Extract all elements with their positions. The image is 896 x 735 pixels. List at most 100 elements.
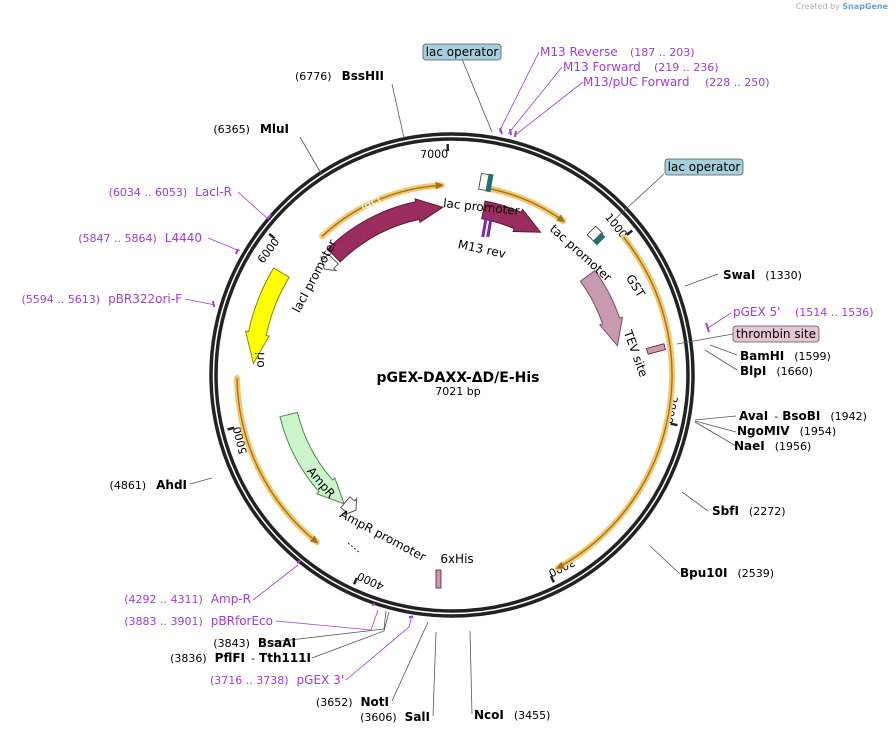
primer-m13-forward: M13 Forward(219 .. 236): [563, 60, 719, 74]
enzyme-bamhi-name: BamHI: [740, 349, 784, 363]
thrombin-site-label: thrombin site: [736, 327, 816, 341]
enzyme-swai: SwaI(1330): [723, 268, 802, 282]
enzyme-noti: (3652)NotI: [316, 695, 389, 709]
primer-l4440-range: (5847 .. 5864): [78, 232, 157, 245]
gst-arrow: [579, 269, 624, 347]
map-title-group: pGEX-DAXX-ΔD/E-His 7021 bp: [376, 370, 539, 398]
enzyme-bamhi-pos: (1599): [794, 350, 831, 363]
enzyme-bsshii: (6776)BssHII: [295, 69, 384, 83]
enzyme-labels: (6776)BssHII (6365)MluI (4861)AhdI SwaI(…: [110, 69, 867, 724]
lacza-arrow: [481, 200, 542, 233]
enzyme-ncoi-pos: (3455): [514, 709, 551, 722]
tev-site-label: TEV site: [621, 327, 651, 378]
enzyme-avai-name: AvaI: [739, 409, 768, 423]
map-title: pGEX-DAXX-ΔD/E-His: [376, 370, 539, 386]
snapgene-credit: Created by SnapGene: [796, 2, 888, 11]
ori-label: ori: [253, 352, 268, 368]
tick-mark-3000: [549, 575, 556, 583]
tick-mark-1000: [625, 229, 633, 236]
leader-lines: [184, 51, 738, 717]
primer-pgex5-range: (1514 .. 1536): [795, 306, 874, 319]
primer-pgex3: (3716 .. 3738)pGEX 3': [210, 673, 344, 687]
m13-rev-marker: [481, 216, 493, 238]
primer-l4440: (5847 .. 5864) L4440: [78, 231, 202, 245]
primer-m13-puc-name: M13/pUC Forward: [583, 75, 690, 89]
enzyme-pflfi-name2: Tth111I: [259, 651, 311, 665]
enzyme-pflfi-name: PflFI: [215, 651, 245, 665]
orf-arrow: [556, 236, 673, 569]
ori-arrow: [244, 267, 290, 365]
tick-mark-4000: [352, 577, 359, 585]
enzyme-blpi-name: BlpI: [740, 364, 766, 378]
enzyme-bamhi: BamHI (1599): [740, 349, 831, 363]
features: [244, 172, 666, 589]
enzyme-pflfi-pos: (3836): [170, 652, 207, 665]
primer-laci-r: (6034 .. 6053) LacI-R: [109, 185, 232, 199]
laci-arrow: [326, 198, 444, 263]
tick-mark-5000: [227, 426, 235, 431]
enzyme-bpu10i-name: Bpu10I: [680, 566, 727, 580]
lac-promoter-label: lac promoter: [443, 196, 521, 218]
primer-pgex5-name: pGEX 5': [733, 305, 780, 319]
enzyme-sbfi-name: SbfI: [712, 504, 739, 518]
tick-mark-6000: [268, 232, 276, 240]
primer-m13-forward-range: (219 .. 236): [654, 61, 719, 74]
enzyme-pflfi: (3836)PflFI-Tth111I: [170, 651, 311, 665]
enzyme-avai: AvaI-BsoBI(1942): [739, 409, 867, 423]
tick-label-4000: 4000: [355, 569, 386, 593]
orf-arrow: [236, 378, 319, 544]
laci-label: lacI: [358, 192, 383, 213]
primer-pbrforeco-name: pBRforEco: [211, 614, 273, 628]
primer-pbr322-range: (5594 .. 5613): [22, 293, 101, 306]
lac-operator-label-1: lac operator: [426, 45, 499, 59]
tev-site-glyph: [646, 343, 666, 355]
enzyme-ahdi-name: AhdI: [156, 478, 187, 492]
primer-pbr322: (5594 .. 5613) pBR322ori-F: [22, 292, 183, 306]
enzyme-naei: NaeI(1956): [734, 439, 811, 453]
laci-promoter-label: lacI promoter: [289, 237, 339, 315]
thrombin-site-box: [732, 325, 820, 343]
ampr-arrow: [279, 411, 345, 505]
enzyme-sali: (3606) SalI: [360, 710, 430, 724]
enzyme-sali-name: SalI: [405, 710, 430, 724]
his-tag-label: 6xHis: [440, 552, 473, 566]
enzyme-bpu10i-pos: (2539): [737, 567, 774, 580]
m13-rev-label: M13 rev: [457, 237, 507, 261]
ampr-internal-marker: [347, 542, 361, 554]
laci-promoter-arrow: [320, 253, 339, 272]
primer-m13-reverse: M13 Reverse(187 .. 203): [540, 45, 695, 59]
orf-arrow: [321, 181, 444, 237]
primer-pbr322-name: pBR322ori-F: [108, 292, 182, 306]
enzyme-ngomiv: NgoMIV(1954): [737, 424, 836, 438]
tac-promoter-label: tac promoter: [547, 222, 614, 285]
ampr-promoter-arrow: [340, 496, 358, 516]
his-tag-glyph: [435, 569, 442, 589]
map-length: 7021 bp: [435, 385, 480, 398]
enzyme-noti-name: NotI: [361, 695, 390, 709]
tick-label-7000: 7000: [420, 147, 448, 161]
snapgene-logo: SnapGene: [842, 2, 888, 11]
lac-operator-box-1: [422, 43, 502, 61]
enzyme-bsaai: (3843)BsaAI: [213, 636, 296, 650]
enzyme-bsaai-pos: (3843): [213, 637, 250, 650]
primer-l4440-name: L4440: [165, 231, 202, 245]
tac-promoter-glyph: [586, 225, 606, 246]
enzyme-sali-pos: (3606): [360, 711, 397, 724]
primer-laci-r-name: LacI-R: [195, 185, 232, 199]
tick-mark-2000: [670, 422, 678, 427]
enzyme-bsshii-pos: (6776): [295, 70, 332, 83]
enzyme-ncoi: NcoI(3455): [474, 708, 550, 722]
primer-pgex5: pGEX 5' (1514 .. 1536): [733, 305, 874, 319]
enzyme-avai-sep: -: [774, 410, 778, 423]
enzyme-ahdi: (4861)AhdI: [110, 478, 187, 492]
primer-amp-r: (4292 .. 4311)Amp-R: [124, 592, 251, 606]
primer-pgex3-name: pGEX 3': [297, 673, 344, 687]
orf-band: [554, 234, 675, 571]
enzyme-avai-pos: (1942): [830, 410, 867, 423]
primer-m13-puc: M13/pUC Forward(228 .. 250): [583, 75, 770, 89]
credit-prefix: Created by: [795, 2, 840, 11]
ampr-promoter-label: AmpR promoter: [337, 507, 428, 564]
primer-pbrforeco: (3883 .. 3901)pBRforEco: [124, 614, 273, 628]
lac-promoter-glyph: [478, 172, 494, 193]
primer-laci-r-range: (6034 .. 6053): [109, 186, 188, 199]
